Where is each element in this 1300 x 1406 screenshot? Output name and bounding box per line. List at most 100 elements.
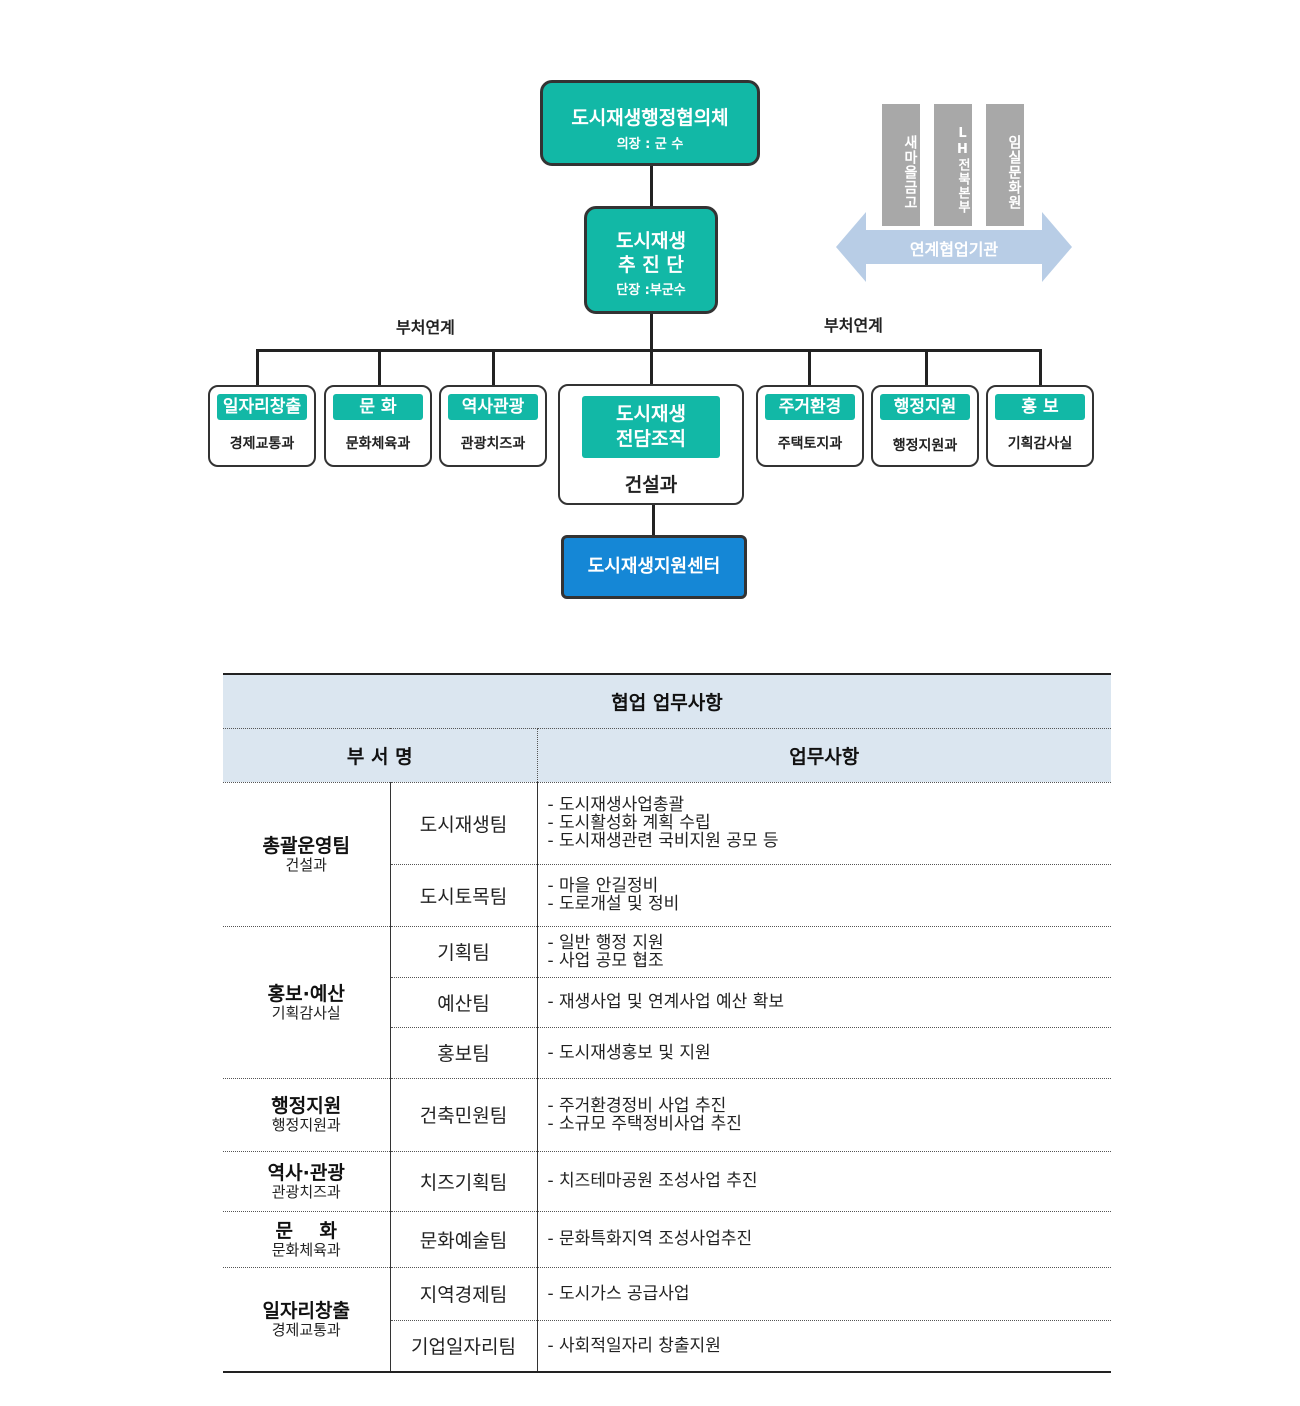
connector-line bbox=[256, 349, 259, 386]
task-line: - 도시활성화 계획 수립 bbox=[547, 813, 711, 833]
team-cell: 치즈기획팀 bbox=[390, 1151, 538, 1212]
task-line: - 문화특화지역 조성사업추진 bbox=[547, 1229, 753, 1249]
partner-pillar-2: LH전북본부 bbox=[934, 104, 972, 226]
team-cell: 홍보팀 bbox=[390, 1027, 538, 1079]
task-cell: - 도시재생사업총괄 - 도시활성화 계획 수립 - 도시재생관련 국비지원 공… bbox=[537, 782, 1111, 865]
dept-group-name: 홍보·예산 bbox=[267, 982, 345, 1005]
dept-chip: 역사관광 bbox=[448, 394, 538, 420]
team-cell: 지역경제팀 bbox=[390, 1267, 538, 1321]
center-dept-chip: 도시재생 전담조직 bbox=[582, 396, 720, 458]
partner-arrow bbox=[836, 212, 1072, 282]
council-title: 도시재생행정협의체 bbox=[571, 107, 729, 129]
connector-line bbox=[256, 349, 1042, 352]
task-line: - 치즈테마공원 조성사업 추진 bbox=[547, 1171, 758, 1191]
team-cell: 도시토목팀 bbox=[390, 864, 538, 927]
task-line: - 도시재생홍보 및 지원 bbox=[547, 1042, 711, 1063]
center-dept-name: 건설과 bbox=[624, 474, 678, 496]
task-line: - 도시재생관련 국비지원 공모 등 bbox=[547, 831, 779, 851]
promotion-title-line2: 추 진 단 bbox=[618, 254, 684, 276]
center-dept-chip-line1: 도시재생 bbox=[616, 403, 686, 425]
team-cell: 기획팀 bbox=[390, 926, 538, 978]
dept-chip: 주거환경 bbox=[765, 394, 855, 420]
dept-group: 총괄운영팀 건설과 bbox=[223, 782, 391, 927]
dept-chip: 홍 보 bbox=[995, 394, 1085, 420]
dept-chip: 일자리창출 bbox=[217, 394, 307, 420]
connector-line bbox=[808, 349, 811, 386]
task-cell: - 마을 안길정비 - 도로개설 및 정비 bbox=[537, 864, 1111, 927]
col-header-tasks: 업무사항 bbox=[537, 728, 1111, 783]
link-label-left: 부처연계 bbox=[396, 318, 455, 337]
link-label-right: 부처연계 bbox=[824, 316, 883, 335]
promotion-team-box: 도시재생 추 진 단 단장 :부군수 bbox=[584, 206, 718, 314]
dept-name: 경제교통과 bbox=[229, 436, 295, 452]
task-cell: - 주거환경정비 사업 추진 - 소규모 주택정비사업 추진 bbox=[537, 1078, 1111, 1152]
dept-name: 기획감사실 bbox=[1007, 436, 1073, 452]
task-line: - 소규모 주택정비사업 추진 bbox=[547, 1113, 742, 1134]
promotion-title-line1: 도시재생 bbox=[616, 230, 686, 252]
task-cell: - 문화특화지역 조성사업추진 bbox=[537, 1211, 1111, 1268]
team-cell: 예산팀 bbox=[390, 977, 538, 1028]
task-line: - 사회적일자리 창출지원 bbox=[547, 1335, 721, 1356]
support-center-box: 도시재생지원센터 bbox=[561, 535, 747, 599]
center-dept-chip-line2: 전담조직 bbox=[616, 428, 686, 450]
dept-group: 문 화 문화체육과 bbox=[223, 1211, 391, 1268]
task-line: - 일반 행정 지원 bbox=[547, 932, 664, 953]
connector-line bbox=[650, 166, 653, 208]
dept-chip: 문 화 bbox=[333, 394, 423, 420]
promotion-subtitle: 단장 :부군수 bbox=[616, 283, 686, 298]
dept-box: 주거환경 주택토지과 bbox=[756, 385, 864, 467]
team-cell: 기업일자리팀 bbox=[390, 1320, 538, 1373]
dept-group: 행정지원 행정지원과 bbox=[223, 1078, 391, 1152]
col-header-dept: 부 서 명 bbox=[223, 728, 538, 783]
dept-box: 일자리창출 경제교통과 bbox=[208, 385, 316, 467]
dept-group-sub: 경제교통과 bbox=[271, 1320, 341, 1339]
center-dept-box: 도시재생 전담조직 건설과 bbox=[558, 384, 744, 505]
dept-box: 문 화 문화체육과 bbox=[324, 385, 432, 467]
connector-line bbox=[925, 349, 928, 386]
task-line: - 재생사업 및 연계사업 예산 확보 bbox=[547, 992, 784, 1012]
table-title: 협업 업무사항 bbox=[223, 673, 1111, 729]
dept-group-sub: 문화체육과 bbox=[271, 1240, 341, 1259]
connector-line bbox=[652, 504, 655, 537]
partner-arrow-label: 연계협업기관 bbox=[909, 240, 999, 259]
task-cell: - 사회적일자리 창출지원 bbox=[537, 1320, 1111, 1373]
task-line: - 도로개설 및 정비 bbox=[547, 894, 680, 914]
task-cell: - 치즈테마공원 조성사업 추진 bbox=[537, 1151, 1111, 1212]
task-line: - 마을 안길정비 bbox=[547, 876, 659, 896]
dept-group-name: 문 화 bbox=[275, 1219, 337, 1242]
dept-group-name: 행정지원 bbox=[271, 1095, 342, 1117]
dept-group-sub: 기획감사실 bbox=[271, 1003, 341, 1022]
dept-group-name: 역사·관광 bbox=[267, 1161, 345, 1184]
task-line: - 도시가스 공급사업 bbox=[547, 1283, 690, 1304]
team-cell: 도시재생팀 bbox=[390, 782, 538, 865]
task-line: - 사업 공모 협조 bbox=[547, 950, 664, 971]
org-chart: 도시재생행정협의체 의장 : 군 수 도시재생 추 진 단 단장 :부군수 부처… bbox=[0, 0, 1300, 620]
team-cell: 문화예술팀 bbox=[390, 1211, 538, 1268]
dept-name: 문화체육과 bbox=[345, 436, 411, 452]
dept-group-name: 총괄운영팀 bbox=[262, 834, 350, 857]
dept-group-sub: 행정지원과 bbox=[271, 1116, 341, 1134]
dept-name: 행정지원과 bbox=[892, 438, 958, 454]
task-cell: - 도시가스 공급사업 bbox=[537, 1267, 1111, 1321]
task-line: - 도시재생사업총괄 bbox=[547, 795, 685, 815]
dept-name: 관광치즈과 bbox=[460, 436, 526, 452]
dept-box: 행정지원 행정지원과 bbox=[871, 385, 979, 467]
partner-pillar-1: 새마을금고 bbox=[882, 104, 920, 226]
dept-group: 홍보·예산 기획감사실 bbox=[223, 926, 391, 1079]
dept-group-name: 일자리창출 bbox=[262, 1299, 350, 1322]
connector-line bbox=[492, 349, 495, 386]
task-line: - 주거환경정비 사업 추진 bbox=[547, 1095, 727, 1116]
task-cell: - 재생사업 및 연계사업 예산 확보 bbox=[537, 977, 1111, 1028]
connector-line bbox=[1039, 349, 1042, 386]
council-box: 도시재생행정협의체 의장 : 군 수 bbox=[540, 80, 760, 166]
support-center-label: 도시재생지원센터 bbox=[587, 556, 721, 577]
dept-group: 역사·관광 관광치즈과 bbox=[223, 1151, 391, 1212]
connector-line bbox=[378, 349, 381, 386]
dept-group-sub: 건설과 bbox=[285, 855, 327, 874]
council-subtitle: 의장 : 군 수 bbox=[616, 137, 684, 152]
task-cell: - 도시재생홍보 및 지원 bbox=[537, 1027, 1111, 1079]
dept-group-sub: 관광치즈과 bbox=[271, 1182, 341, 1201]
dept-name: 주택토지과 bbox=[777, 436, 843, 452]
task-cell: - 일반 행정 지원 - 사업 공모 협조 bbox=[537, 926, 1111, 978]
dept-chip: 행정지원 bbox=[880, 394, 970, 420]
